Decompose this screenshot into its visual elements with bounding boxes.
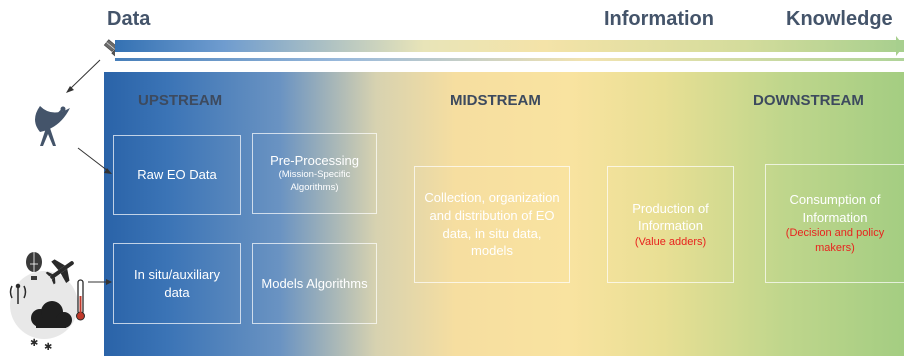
svg-text:✱: ✱ <box>44 342 52 353</box>
production-information-note: (Value adders) <box>634 235 707 248</box>
airplane-icon <box>45 259 74 285</box>
raw-eo-data-box: Raw EO Data <box>113 135 241 215</box>
thermometer-icon <box>76 279 85 321</box>
stage-midstream-heading: MIDSTREAM <box>450 92 541 109</box>
models-algorithms-box: Models Algorithms <box>252 243 377 324</box>
header-information-label: Information <box>604 8 714 30</box>
value-chain-arrow-head <box>896 36 904 56</box>
value-chain-underline <box>104 58 904 61</box>
weather-balloon-icon <box>26 252 42 280</box>
arrow-satellite-to-dish <box>66 59 101 93</box>
value-chain-arrow-bar <box>104 40 904 52</box>
pre-processing-box: Pre-Processing (Mission-Specific Algorit… <box>252 133 377 214</box>
collection-distribution-label: Collection, organization and distributio… <box>424 190 560 259</box>
in-situ-data-label: In situ/auxiliary data <box>134 266 220 300</box>
in-situ-data-box: In situ/auxiliary data <box>113 243 241 324</box>
rain-cloud-icon <box>31 301 72 328</box>
header-knowledge-label: Knowledge <box>786 8 893 30</box>
weather-cluster-icon: ✱ ✱ <box>9 252 85 353</box>
header-data-label: Data <box>107 8 151 30</box>
consumption-information-label: Consumption of Information <box>789 192 881 225</box>
left-icon-layer: ✱ ✱ <box>9 36 115 353</box>
satellite-dish-icon <box>35 106 70 146</box>
satellite-icon <box>103 36 115 66</box>
production-information-box: Production of Information (Value adders) <box>607 166 734 283</box>
svg-text:✱: ✱ <box>30 338 38 349</box>
arrow-weather-to-in-situ <box>88 279 112 285</box>
arrow-dish-to-raw-eo <box>77 147 112 174</box>
snowflake-icon: ✱ ✱ <box>30 338 52 353</box>
collection-distribution-box: Collection, organization and distributio… <box>414 166 570 283</box>
raw-eo-data-label: Raw EO Data <box>137 167 217 183</box>
production-information-label: Production of Information <box>632 200 709 234</box>
antenna-tower-icon <box>9 283 27 304</box>
stage-downstream-heading: DOWNSTREAM <box>753 92 864 109</box>
models-algorithms-label: Models Algorithms <box>261 275 368 291</box>
stage-upstream-heading: UPSTREAM <box>138 92 223 109</box>
pre-processing-title: Pre-Processing <box>270 152 359 168</box>
pre-processing-subtitle: (Mission-Specific Algorithms) <box>278 169 351 194</box>
consumption-information-box: Consumption of Information (Decision and… <box>765 164 905 283</box>
consumption-information-note: (Decision and policy makers) <box>785 227 885 255</box>
